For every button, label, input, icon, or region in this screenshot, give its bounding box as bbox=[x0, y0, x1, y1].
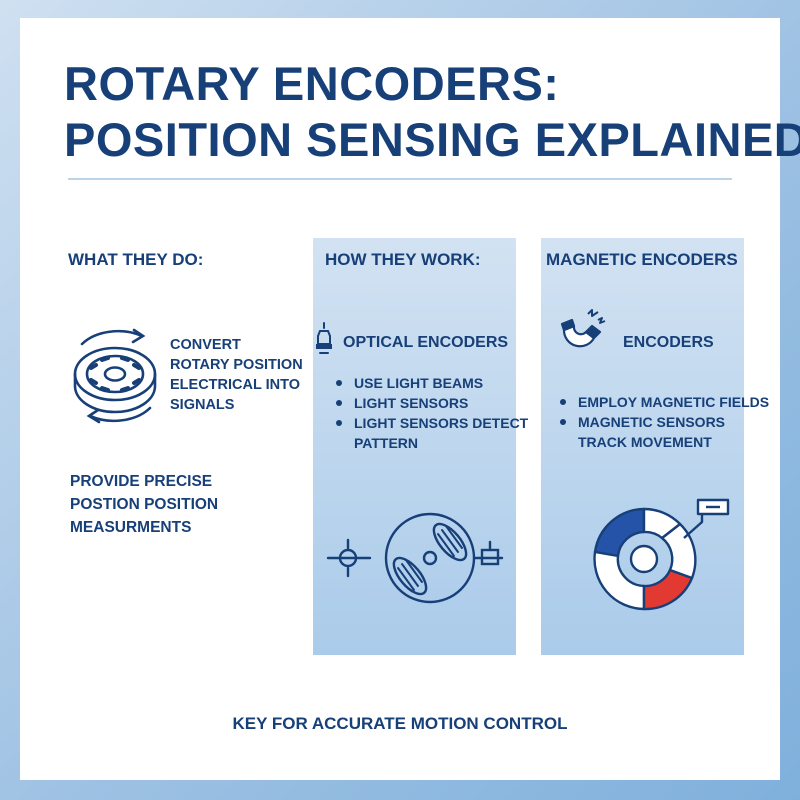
how-they-work-heading: HOW THEY WORK: bbox=[325, 250, 481, 269]
infographic-card: ROTARY ENCODERS: POSITION SENSING EXPLAI… bbox=[20, 18, 800, 780]
precise-line-2: POSTION POSITION bbox=[70, 496, 219, 513]
list-item: EMPLOY MAGNETIC FIELDS bbox=[556, 392, 769, 412]
optical-bullet-list: USE LIGHT BEAMS LIGHT SENSORS LIGHT SENS… bbox=[332, 373, 528, 433]
page-title: ROTARY ENCODERS: POSITION SENSING EXPLAI… bbox=[64, 56, 800, 168]
title-line-1: ROTARY ENCODERS: bbox=[64, 57, 560, 110]
what-they-do-heading: WHAT THEY DO: bbox=[68, 250, 204, 269]
precise-line-3: MEASURMENTS bbox=[70, 519, 192, 536]
list-item: MAGNETIC SENSORS bbox=[556, 412, 769, 432]
optical-bullet-continuation: PATTERN bbox=[354, 435, 419, 451]
convert-line-2: ROTARY POSITION bbox=[170, 357, 303, 373]
magnetic-bullet-list: EMPLOY MAGNETIC FIELDS MAGNETIC SENSORS bbox=[556, 392, 769, 432]
magnetic-encoders-heading: MAGNETIC ENCODERS bbox=[546, 250, 738, 269]
precise-description: PROVIDE PRECISE POSTION POSITION MEASURM… bbox=[70, 470, 218, 539]
title-divider bbox=[68, 178, 732, 180]
convert-line-4: SIGNALS bbox=[170, 397, 235, 413]
list-item: USE LIGHT BEAMS bbox=[332, 373, 528, 393]
optical-encoders-heading: OPTICAL ENCODERS bbox=[343, 334, 509, 351]
precise-line-1: PROVIDE PRECISE bbox=[70, 473, 213, 490]
magnet-icon bbox=[560, 309, 606, 348]
rotary-disc-icon bbox=[73, 328, 157, 424]
magnetic-bullet-continuation: TRACK MOVEMENT bbox=[578, 434, 712, 450]
list-item: LIGHT SENSORS DETECT bbox=[332, 413, 528, 433]
list-item: LIGHT SENSORS bbox=[332, 393, 528, 413]
title-line-2: POSITION SENSING EXPLAINED bbox=[64, 113, 800, 166]
convert-line-1: CONVERT bbox=[170, 337, 241, 353]
convert-description: CONVERT ROTARY POSITION ELECTRICAL INTO … bbox=[170, 335, 303, 415]
light-bulb-icon bbox=[316, 322, 332, 354]
magnetic-encoders-sub-heading: ENCODERS bbox=[623, 334, 714, 351]
magnetic-ring-diagram-icon bbox=[593, 498, 730, 611]
footer-tagline: KEY FOR ACCURATE MOTION CONTROL bbox=[232, 714, 568, 733]
how-they-work-panel bbox=[313, 238, 516, 655]
optical-disc-diagram-icon bbox=[326, 512, 504, 604]
convert-line-3: ELECTRICAL INTO bbox=[170, 377, 300, 393]
